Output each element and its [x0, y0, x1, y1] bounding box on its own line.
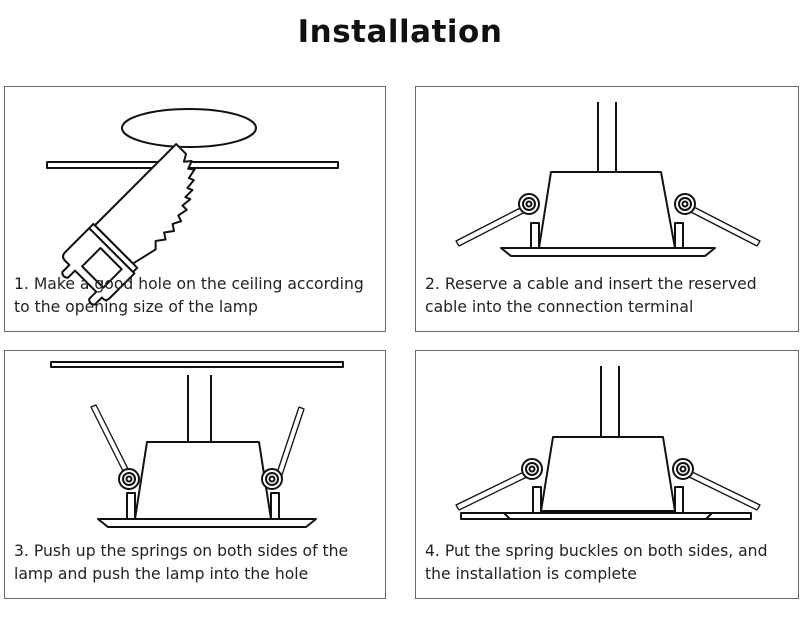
step-4-caption-line-2: the installation is complete: [425, 565, 637, 583]
step-2-caption-line-1: 2. Reserve a cable and insert the reserv…: [425, 275, 757, 293]
page-title: Installation: [297, 14, 503, 50]
saw-cutting-hole-illustration: [46, 108, 339, 306]
step-3-caption-line-2: lamp and push the lamp into the hole: [14, 565, 309, 583]
step-1-caption-line-1: 1. Make a good hole on the ceiling accor…: [14, 275, 364, 293]
step-1-panel: 1. Make a good hole on the ceiling accor…: [4, 86, 386, 332]
push-springs-illustration: [50, 361, 344, 528]
step-2-caption-line-2: cable into the connection terminal: [425, 298, 694, 316]
step-3-caption-line-1: 3. Push up the springs on both sides of …: [14, 542, 349, 560]
step-4-caption-line-1: 4. Put the spring buckles on both sides,…: [425, 542, 768, 560]
step-2-panel: 2. Reserve a cable and insert the reserv…: [415, 86, 799, 332]
installation-complete-illustration: [455, 366, 761, 520]
lamp-wiring-illustration: [455, 102, 761, 257]
step-3-panel: 3. Push up the springs on both sides of …: [4, 350, 386, 599]
step-1-caption-line-2: to the opening size of the lamp: [14, 298, 258, 316]
step-4-panel: 4. Put the spring buckles on both sides,…: [415, 350, 799, 599]
